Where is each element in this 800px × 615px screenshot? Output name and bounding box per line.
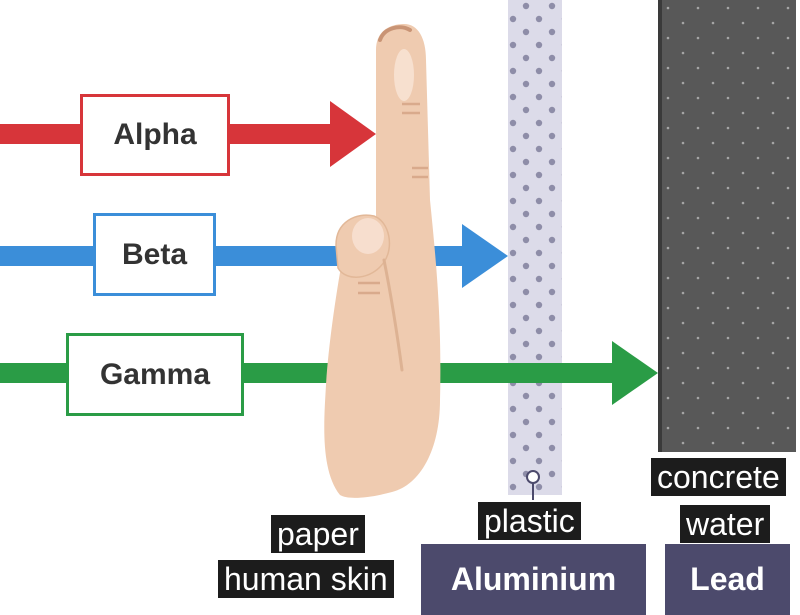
caption-water: water: [680, 505, 771, 543]
caption-concrete: concrete: [651, 458, 786, 496]
alpha-label-text: Alpha: [113, 118, 197, 151]
caption-human-skin: human skin: [218, 560, 394, 598]
caption-paper: paper: [271, 515, 365, 553]
lead-label-text: Lead: [690, 561, 765, 597]
lead-label: Lead: [665, 544, 790, 615]
aluminium-label: Aluminium: [421, 544, 646, 615]
gamma-label-text: Gamma: [99, 357, 211, 391]
aluminium-label-text: Aluminium: [450, 561, 617, 597]
alpha-label: Alpha: [80, 94, 230, 176]
beta-label-text: Beta: [121, 237, 188, 271]
hand-icon: [324, 24, 441, 498]
beta-label: Beta: [93, 213, 216, 296]
gamma-label: Gamma: [66, 333, 244, 416]
lead-block: [658, 0, 796, 452]
caption-plastic: plastic: [478, 502, 581, 540]
aluminium-sheet: [508, 0, 562, 500]
